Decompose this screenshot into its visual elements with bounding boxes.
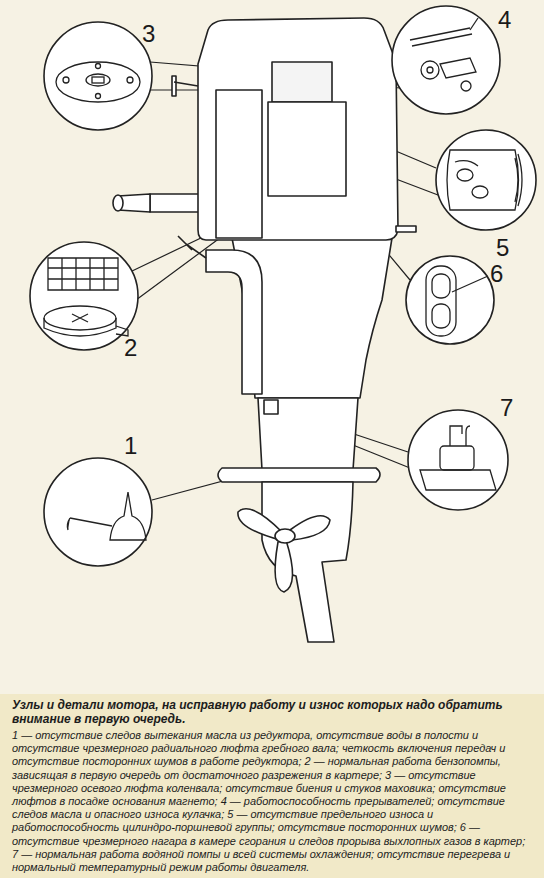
clamp-screw (178, 236, 206, 258)
outboard-motor (113, 18, 416, 642)
breaker-detail (427, 67, 433, 73)
pump-window (264, 400, 278, 414)
callout-circles (392, 6, 500, 114)
flywheel-detail (96, 94, 101, 99)
flywheel-detail (56, 62, 140, 102)
breaker-detail (440, 58, 476, 78)
piston-detail (447, 150, 519, 210)
breaker-detail (421, 61, 439, 79)
callout-circles (406, 256, 494, 344)
oil-can-detail (67, 492, 146, 540)
callout-circles (30, 242, 138, 350)
cowl-stub (396, 226, 416, 232)
callout-number: 2 (124, 336, 137, 360)
propeller-hub (275, 529, 295, 543)
exhaust-port-detail (432, 274, 450, 298)
breaker-detail (410, 18, 478, 91)
piston-detail (472, 186, 488, 198)
flywheel-detail (63, 77, 69, 83)
water-pump-detail (420, 470, 496, 490)
leg (258, 398, 358, 470)
fuel-pump-detail (44, 318, 116, 336)
flywheel-detail (96, 64, 101, 69)
breaker-detail (470, 18, 478, 30)
water-pump-detail (450, 426, 470, 446)
callout-number: 1 (124, 434, 137, 458)
carburetor-box (216, 90, 262, 238)
oil-can-detail (110, 492, 146, 540)
piston-detail (455, 161, 478, 166)
callout-number: 5 (496, 236, 509, 260)
water-pump-detail (420, 426, 496, 490)
breaker-detail (461, 81, 471, 91)
oil-can-detail (70, 518, 112, 526)
breaker-detail (410, 28, 472, 46)
propeller-blade (290, 516, 330, 540)
callout-circles (30, 6, 536, 566)
callout-number: 4 (498, 8, 511, 32)
callout-number: 6 (490, 262, 503, 286)
flywheel-detail (86, 74, 110, 86)
fuel-pump-detail (48, 258, 118, 290)
exhaust-port-detail (452, 276, 488, 292)
fuel-pump-detail (44, 306, 116, 330)
propeller-blade (275, 540, 292, 592)
fuel-pump-detail (72, 314, 88, 322)
flywheel-cover (272, 62, 332, 102)
callout-number: 7 (500, 396, 513, 420)
callout-circles (44, 22, 152, 130)
engine-cowl (198, 18, 398, 240)
starter-knob (172, 76, 198, 96)
caption-block: Узлы и детали мотора, на исправную работ… (12, 698, 534, 874)
piston-detail (515, 154, 522, 206)
exhaust-port-detail (426, 266, 456, 336)
cavitation-plate (218, 468, 380, 482)
clamp-bracket (206, 250, 262, 394)
fuel-pump-detail (116, 326, 128, 336)
flywheel-detail (92, 77, 104, 83)
fuel-pump-detail (44, 258, 128, 336)
callout-circles (44, 458, 152, 566)
tiller-handle (150, 194, 205, 212)
figure-caption: 1 — отсутствие следов вытекания масла из… (12, 729, 534, 874)
exhaust-port-detail (426, 266, 488, 336)
piston-detail (457, 169, 473, 181)
tiller-end (113, 195, 123, 211)
piston-detail (447, 150, 522, 210)
callout-circles (408, 410, 508, 510)
callout-number: 3 (142, 22, 155, 46)
water-pump-detail (440, 446, 474, 470)
exhaust-port-detail (432, 304, 450, 328)
flywheel-detail (56, 62, 140, 102)
gearcase (262, 482, 353, 642)
flywheel-detail (127, 77, 133, 83)
figure-title: Узлы и детали мотора, на исправную работ… (12, 698, 534, 726)
callout-circles (436, 130, 536, 230)
fuel-pump-detail (48, 258, 118, 290)
oil-can-detail (67, 518, 70, 530)
cylinder-block (268, 102, 346, 196)
